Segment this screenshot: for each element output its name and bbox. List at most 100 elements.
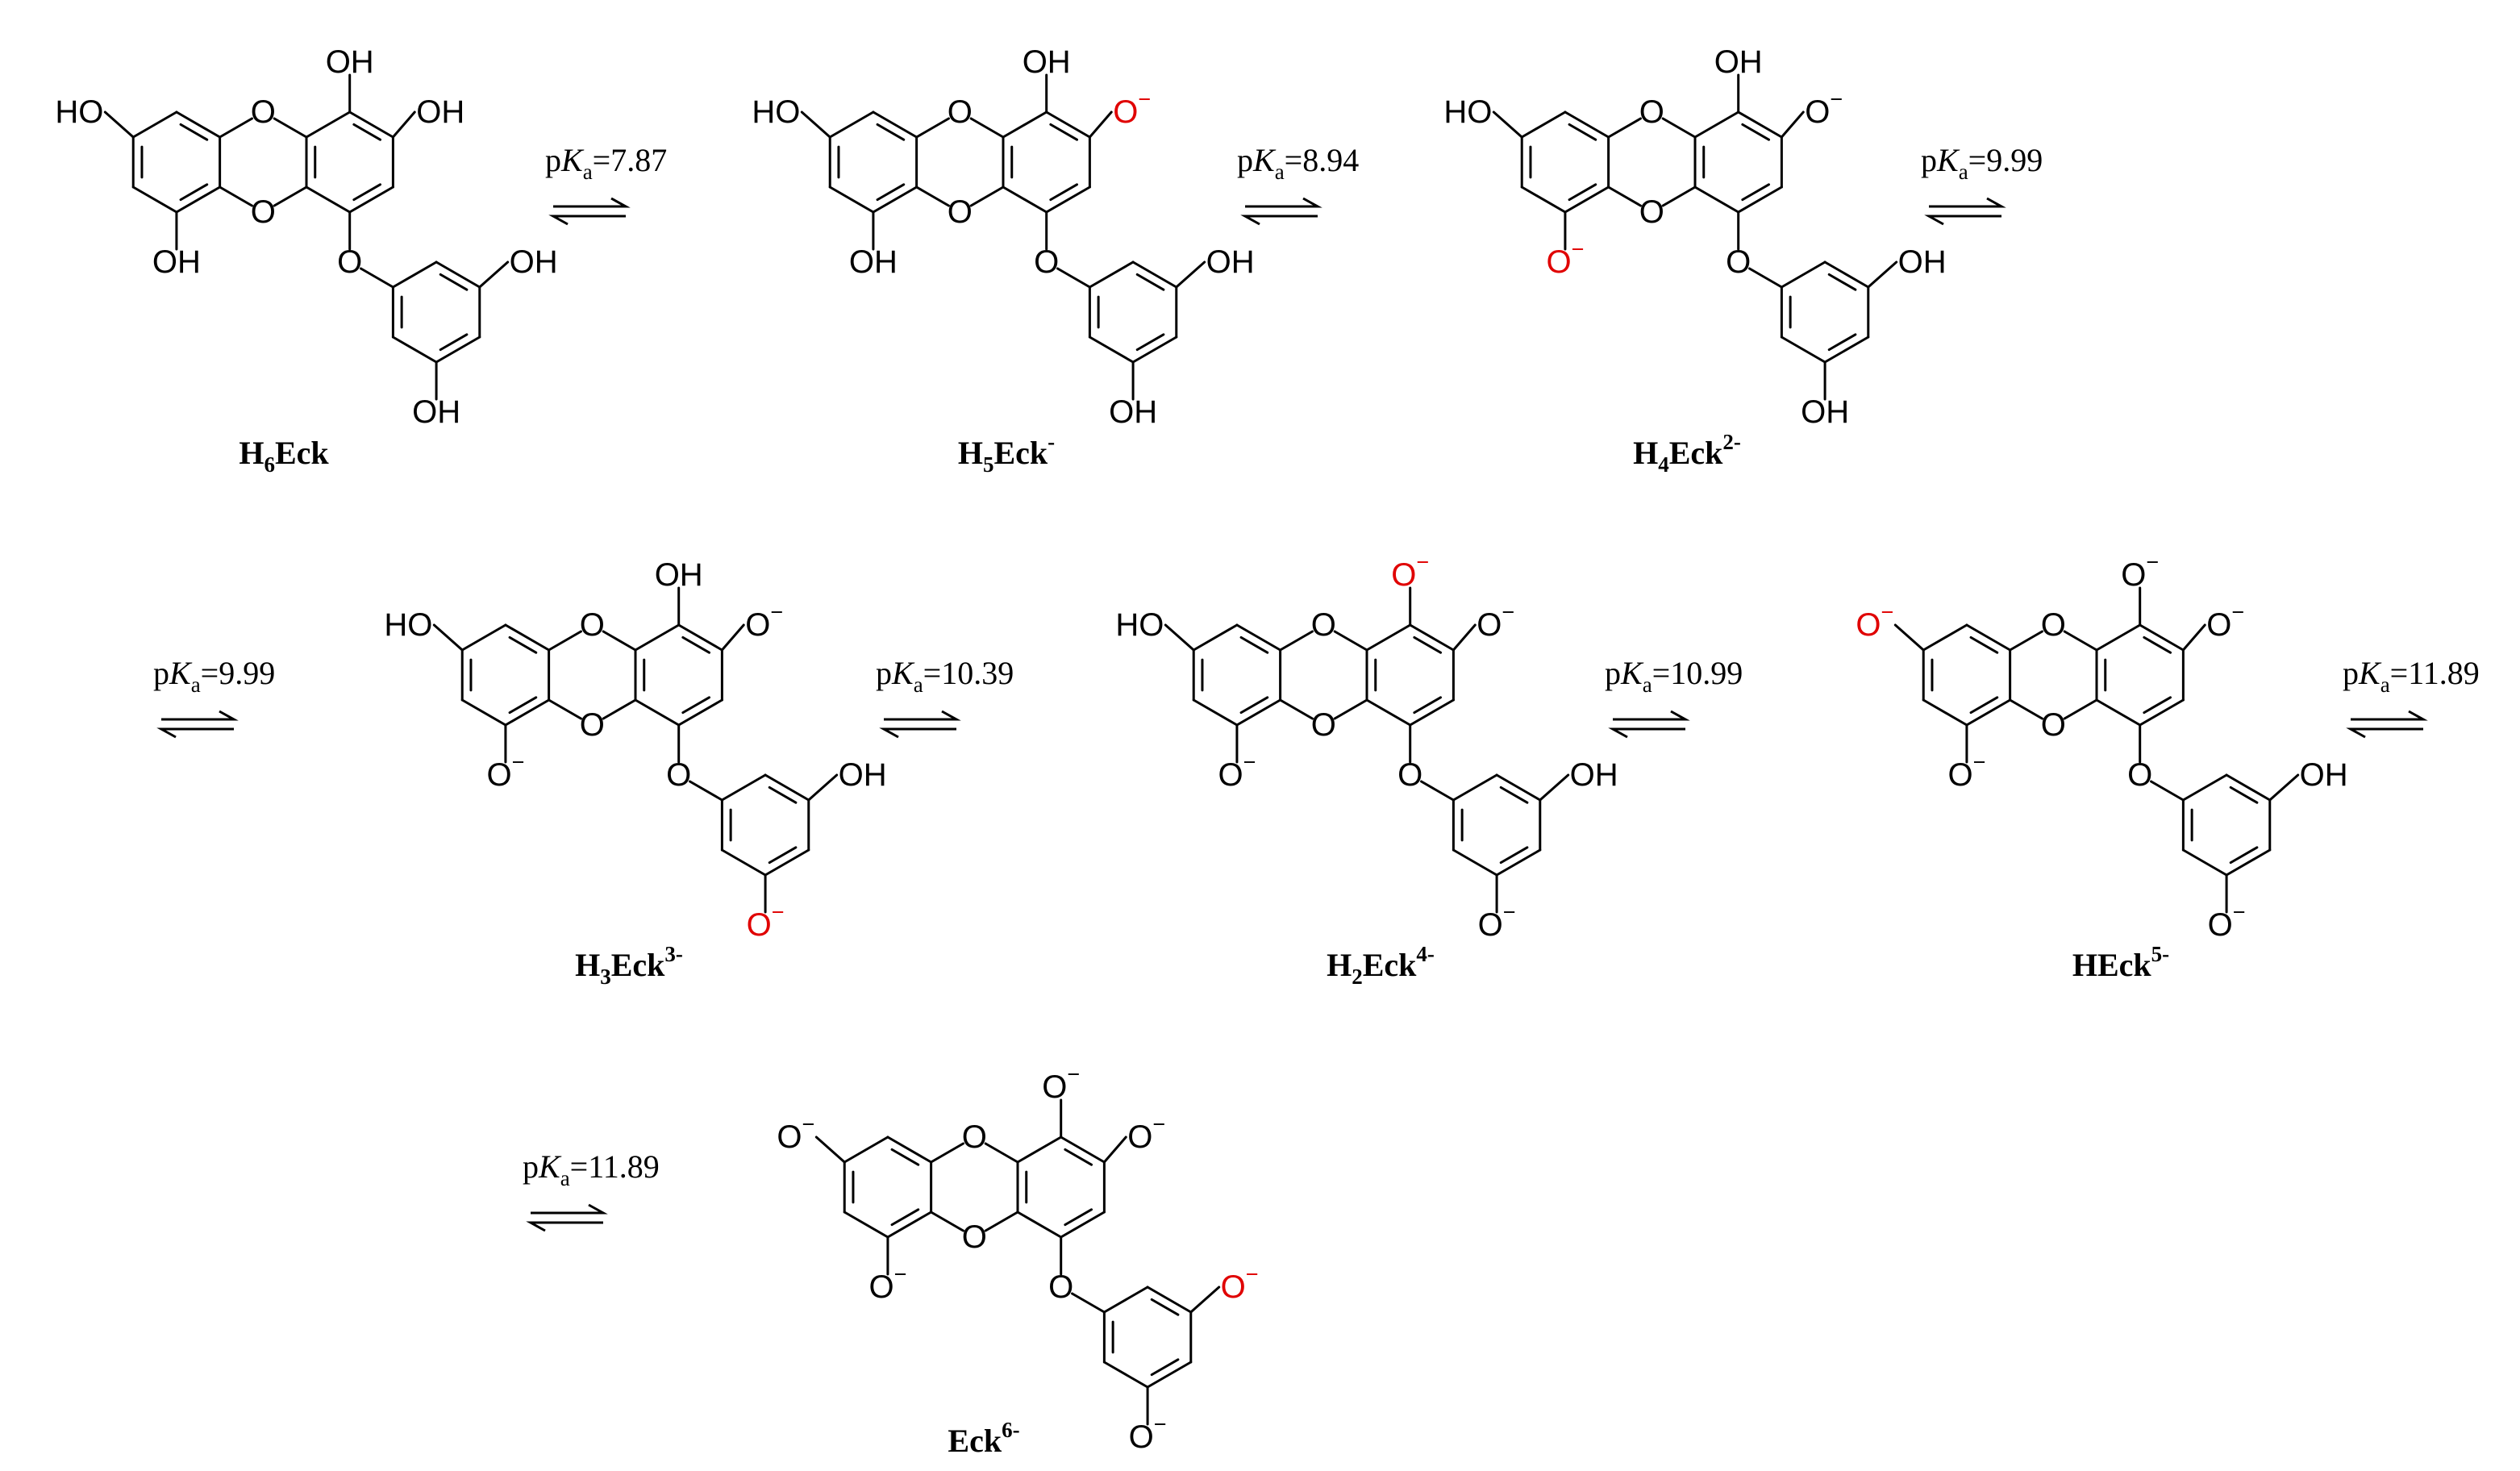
equilibrium-3: pKa=9.99: [153, 655, 275, 739]
phenolate-o9: O−: [2208, 900, 2246, 943]
hydroxyl-o3: HO: [384, 607, 432, 643]
hydroxyl-o8: OH: [1898, 244, 1947, 280]
reverse-arrow: [1608, 727, 1685, 739]
pka-label: pKa=8.94: [1237, 142, 1359, 184]
reverse-arrow: [2346, 727, 2423, 739]
ring-oxygen: O: [580, 707, 605, 743]
reverse-arrow: [156, 727, 234, 739]
ether-oxygen: O: [1034, 244, 1059, 280]
ring-oxygen: O: [580, 607, 605, 643]
species-name-6: Eck6-: [948, 1418, 1019, 1459]
hydroxyl-o8: OH: [510, 244, 558, 280]
phenolate-o3: O−: [1856, 600, 1893, 643]
phenolate-o3: O−: [777, 1112, 814, 1155]
hydroxyl-o8: OH: [1570, 757, 1618, 793]
species-name-3: H3Eck3-: [575, 942, 683, 989]
hydroxyl-o8: OH: [839, 757, 887, 793]
forward-arrow: [1929, 197, 2006, 208]
hydroxyl-o3: HO: [55, 94, 103, 130]
phenolate-o5: O−: [1546, 237, 1584, 280]
reverse-arrow: [1924, 215, 2001, 226]
equilibrium-0: pKa=7.87: [545, 142, 667, 226]
forward-arrow: [1245, 197, 1322, 208]
phenolate-o2: O−: [1127, 1112, 1165, 1155]
ring-oxygen: O: [948, 194, 973, 230]
ring-oxygen: O: [2041, 707, 2066, 743]
phenolate-o1: O−: [1042, 1062, 1080, 1105]
pka-label: pKa=11.89: [2343, 655, 2480, 697]
phenolate-o2: O−: [1477, 600, 1514, 643]
hydroxyl-o5: OH: [849, 244, 898, 280]
hydroxyl-o1: OH: [1023, 44, 1071, 80]
equilibrium-5: pKa=10.99: [1605, 655, 1743, 739]
ring-oxygen: O: [1311, 607, 1336, 643]
pka-label: pKa=9.99: [153, 655, 275, 697]
forward-arrow: [553, 197, 631, 208]
phenolate-o1: O−: [1391, 550, 1429, 593]
ring-oxygen: O: [251, 94, 276, 130]
pka-label: pKa=10.39: [876, 655, 1014, 697]
phenolate-o5: O−: [868, 1262, 906, 1305]
pka-label: pKa=9.99: [1921, 142, 2043, 184]
ring-oxygen: O: [1311, 707, 1336, 743]
species-name-2: H4Eck2-: [1633, 430, 1741, 477]
molecule-6: O O O O− O− O− O− O− O−: [777, 1062, 1258, 1455]
phenolate-o2: O−: [2206, 600, 2244, 643]
reverse-arrow: [526, 1221, 603, 1232]
forward-arrow: [2351, 710, 2428, 721]
ether-oxygen: O: [1048, 1269, 1073, 1305]
reverse-arrow: [548, 215, 626, 226]
hydroxyl-o3: HO: [752, 94, 800, 130]
hydroxyl-o9: OH: [1801, 394, 1849, 430]
phenolate-o9: O−: [747, 900, 785, 943]
phenolate-o5: O−: [1947, 750, 1985, 793]
ether-oxygen: O: [1397, 757, 1422, 793]
phenolate-o9: O−: [1478, 900, 1516, 943]
molecule-2: O O O OH O− HO O− OH OH: [1443, 44, 1946, 430]
phenolate-o2: O−: [1113, 87, 1151, 130]
species-name-5: HEck5-: [2072, 942, 2169, 983]
phenolate-o5: O−: [486, 750, 524, 793]
hydroxyl-o3: HO: [1443, 94, 1492, 130]
species-name-1: H5Eck-: [958, 430, 1055, 477]
forward-arrow: [1613, 710, 1690, 721]
equilibrium-6: pKa=11.89: [2343, 655, 2480, 739]
ring-oxygen: O: [962, 1119, 987, 1155]
phenolate-o1: O−: [2121, 550, 2159, 593]
forward-arrow: [884, 710, 961, 721]
equilibrium-4: pKa=10.39: [876, 655, 1014, 739]
equilibrium-7: pKa=11.89: [523, 1148, 660, 1232]
hydroxyl-o9: OH: [412, 394, 460, 430]
phenolate-o9: O−: [1129, 1412, 1167, 1455]
hydroxyl-o5: OH: [152, 244, 201, 280]
ring-oxygen: O: [1639, 94, 1664, 130]
species-name-4: H2Eck4-: [1327, 942, 1435, 989]
species-name-0: H6Eck: [239, 435, 329, 477]
ring-oxygen: O: [962, 1219, 987, 1255]
hydroxyl-o8: OH: [1206, 244, 1255, 280]
phenolate-o5: O−: [1218, 750, 1256, 793]
pka-label: pKa=10.99: [1605, 655, 1743, 697]
hydroxyl-o1: OH: [1714, 44, 1763, 80]
ring-oxygen: O: [948, 94, 973, 130]
phenolate-o2: O−: [1805, 87, 1843, 130]
phenolate-o8: O−: [1221, 1262, 1259, 1305]
hydroxyl-o8: OH: [2300, 757, 2348, 793]
ether-oxygen: O: [337, 244, 362, 280]
ether-oxygen: O: [1726, 244, 1751, 280]
forward-arrow: [161, 710, 239, 721]
forward-arrow: [531, 1203, 608, 1215]
ring-oxygen: O: [1639, 194, 1664, 230]
ring-oxygen: O: [251, 194, 276, 230]
pka-label: pKa=11.89: [523, 1148, 660, 1190]
equilibrium-1: pKa=8.94: [1237, 142, 1359, 226]
pka-label: pKa=7.87: [545, 142, 667, 184]
equilibrium-2: pKa=9.99: [1921, 142, 2043, 226]
hydroxyl-o2: OH: [416, 94, 464, 130]
hydroxyl-o1: OH: [655, 557, 703, 593]
